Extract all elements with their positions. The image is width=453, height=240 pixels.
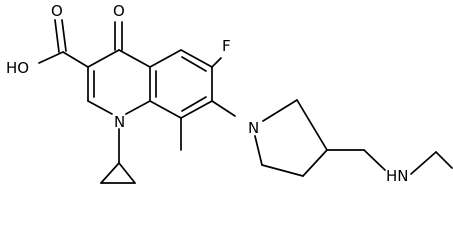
bond-cyclopropyl-b (118, 162, 136, 184)
acid-oxygen-label: O (51, 2, 63, 20)
ketone-oxygen-label: O (113, 2, 125, 20)
amine-label: HN (386, 167, 409, 185)
bond-pyr-c2-c3 (296, 99, 328, 151)
bond-n1-c2 (87, 100, 113, 115)
bond-c6-f (211, 57, 222, 68)
bond-cooh-o-double-a (54, 19, 60, 53)
bond-c4-c4a (118, 49, 151, 68)
bond-c3-cooh (62, 51, 89, 68)
bond-ethyl-ch3 (435, 151, 453, 169)
bond-pyr-c4-c5 (261, 164, 304, 177)
bond-c7-c8-inner (181, 96, 207, 112)
bond-cooh-o-double-b (61, 19, 67, 52)
bond-c8-c8a (149, 100, 182, 119)
bond-nh-ch2 (410, 151, 437, 175)
bond-c3-c4 (87, 49, 120, 68)
bond-c4a-c5 (149, 49, 182, 68)
bond-c8a-n1 (125, 100, 151, 115)
bond-pyr-c5-n (254, 135, 263, 166)
molecule-structure: HO O O F N N HN (6, 2, 453, 185)
bond-ch2-nh (363, 149, 386, 171)
bond-c7-c8 (180, 100, 213, 119)
quinoline-nitrogen-label: N (114, 113, 125, 131)
fluorine-label: F (222, 37, 231, 55)
bond-c5-c6-inner (181, 56, 207, 72)
bond-c5-c6 (180, 49, 213, 68)
bond-cooh-oh (38, 51, 64, 64)
pyrrolidine-nitrogen-label: N (248, 119, 259, 137)
bond-pyr-n-c2 (262, 99, 298, 122)
bond-lines (38, 19, 453, 184)
hydroxyl-label: HO (6, 59, 29, 77)
bond-c7-n-pyrrolidine (211, 100, 236, 117)
bond-pyr-c3-c4 (302, 149, 328, 177)
bond-cyclopropyl-a (100, 162, 120, 184)
atom-labels: HO O O F N N HN (6, 2, 409, 185)
